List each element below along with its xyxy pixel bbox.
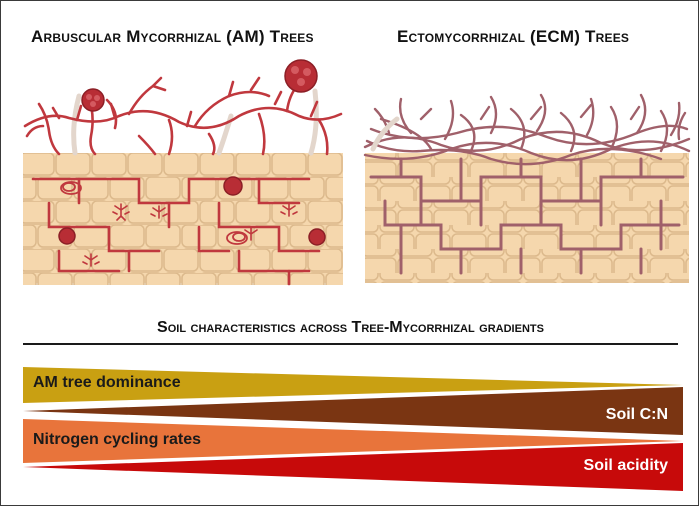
gradient-label-nitrogen-cycling: Nitrogen cycling rates (33, 431, 201, 449)
gradient-label-am-tree-dominance: AM tree dominance (33, 374, 181, 392)
gradient-label-soil-acidity: Soil acidity (584, 457, 668, 475)
gradient-label-soil-cn: Soil C:N (606, 406, 668, 424)
